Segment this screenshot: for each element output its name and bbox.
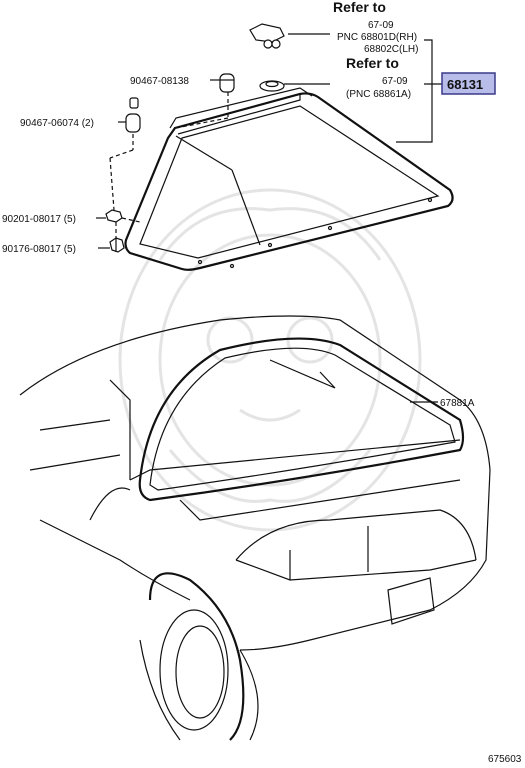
- refer-to-label-1: Refer to: [333, 0, 386, 15]
- pnc-label-1[interactable]: PNC 68801D(RH): [337, 32, 417, 43]
- part-90201-08017-label[interactable]: 90201-08017 (5): [2, 214, 76, 225]
- part-90176-08017-label[interactable]: 90176-08017 (5): [2, 244, 76, 255]
- nut-icon: [105, 209, 123, 223]
- car-body: [19, 315, 491, 741]
- ref-67-09-label-a[interactable]: 67-09: [368, 20, 394, 31]
- refer-to-label-2: Refer to: [346, 55, 399, 71]
- back-glass-assembly: [124, 87, 454, 271]
- stay-mount-icon: [259, 80, 285, 92]
- watermark-emblem: [118, 188, 422, 532]
- pnc-label-2[interactable]: 68802C(LH): [364, 44, 418, 55]
- ref-67-09-label-b[interactable]: 67-09: [382, 76, 408, 87]
- part-67881a-label[interactable]: 67881A: [440, 398, 475, 409]
- hinge-clip-icon: [249, 23, 285, 49]
- pnc-label-3[interactable]: (PNC 68861A): [346, 89, 411, 100]
- highlight-box: [441, 72, 496, 95]
- leader-lines: [96, 33, 442, 403]
- cushion-icon: [219, 73, 235, 93]
- clip-icon: [109, 237, 125, 253]
- part-68131-callout[interactable]: 68131: [441, 72, 496, 95]
- part-68131-label[interactable]: 68131: [447, 77, 483, 92]
- part-90467-08138-label[interactable]: 90467-08138: [130, 76, 189, 87]
- diagram-id-label: 675603: [488, 754, 522, 765]
- cushion-small-icon: [125, 97, 141, 133]
- part-90467-06074-label[interactable]: 90467-06074 (2): [20, 118, 94, 129]
